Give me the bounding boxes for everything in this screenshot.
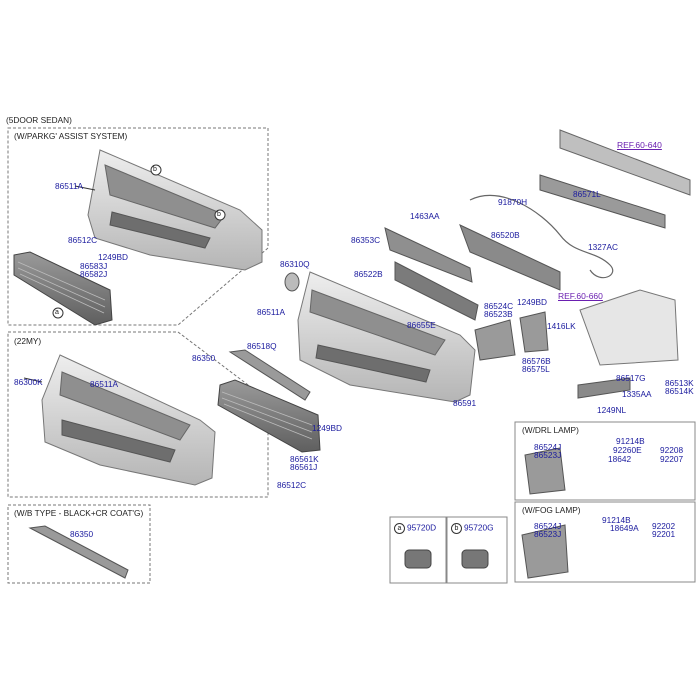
back-beam bbox=[539, 174, 666, 229]
ref-60-660-link[interactable]: REF.60-660 bbox=[558, 291, 603, 301]
part-86518Q[interactable]: 86518Q bbox=[247, 341, 277, 351]
grille-parking-assist bbox=[13, 251, 113, 326]
part-86576B[interactable]: 86576B bbox=[522, 356, 551, 366]
part-86575L[interactable]: 86575L bbox=[522, 364, 550, 374]
part-86523B[interactable]: 86523B bbox=[484, 309, 513, 319]
part-86353C[interactable]: 86353C bbox=[351, 235, 381, 245]
bumper-cover-main bbox=[297, 271, 476, 403]
part-86511A-1[interactable]: 86511A bbox=[55, 181, 83, 191]
section-22my: (22MY) bbox=[14, 336, 42, 346]
drl-part-86524J[interactable]: 86524J bbox=[534, 442, 562, 452]
callout-b-letter-1: b bbox=[153, 166, 157, 173]
my22-region bbox=[7, 331, 269, 498]
fog-part-86523J[interactable]: 86523J bbox=[534, 529, 562, 539]
section-fog-lamp: (W/FOG LAMP) bbox=[522, 505, 581, 515]
part-86511A-3[interactable]: 86511A bbox=[257, 307, 285, 317]
sensor-b-shape bbox=[461, 549, 489, 569]
part-86591[interactable]: 86591 bbox=[453, 398, 477, 408]
section-b-type: (W/B TYPE - BLACK+CR COAT'G) bbox=[14, 508, 144, 518]
garnish-main bbox=[228, 349, 311, 401]
part-86522B[interactable]: 86522B bbox=[354, 269, 383, 279]
sensor-a-part[interactable]: 95720D bbox=[407, 522, 437, 533]
emblem bbox=[284, 272, 300, 292]
part-1249NL[interactable]: 1249NL bbox=[597, 405, 627, 415]
part-1249BD-2[interactable]: 1249BD bbox=[312, 423, 342, 433]
bumper-cover-22my bbox=[23, 354, 216, 486]
callout-a-letter-1: a bbox=[55, 309, 59, 316]
parking-assist-region bbox=[7, 127, 269, 326]
part-91870H[interactable]: 91870H bbox=[498, 197, 528, 207]
sensor-a-circle: a bbox=[394, 523, 405, 534]
bumper-cover-parking-assist bbox=[74, 149, 263, 271]
fog-lamp-box bbox=[514, 501, 696, 583]
drl-part-92260E[interactable]: 92260E bbox=[613, 445, 642, 455]
fog-part-92202[interactable]: 92202 bbox=[652, 521, 676, 531]
callout-b-circle-2 bbox=[214, 209, 226, 221]
drl-lamp-housing bbox=[524, 447, 566, 495]
part-86571L[interactable]: 86571L bbox=[573, 189, 601, 199]
fog-lamp-housing bbox=[521, 524, 569, 579]
sensor-box-a bbox=[389, 516, 447, 584]
part-86300K[interactable]: 86300K bbox=[14, 377, 43, 387]
section-drl-lamp: (W/DRL LAMP) bbox=[522, 425, 579, 435]
part-1249BD-1[interactable]: 1249BD bbox=[98, 252, 128, 262]
part-86512C-2[interactable]: 86512C bbox=[277, 480, 307, 490]
grille-main bbox=[217, 379, 321, 453]
part-86582J[interactable]: 86582J bbox=[80, 269, 108, 279]
garnish-b-type bbox=[28, 525, 129, 579]
reinforcement-beam bbox=[559, 129, 691, 196]
b-type-region bbox=[7, 504, 151, 584]
part-86517G[interactable]: 86517G bbox=[616, 373, 646, 383]
part-1416LK[interactable]: 1416LK bbox=[547, 321, 576, 331]
part-86520B[interactable]: 86520B bbox=[491, 230, 520, 240]
sensor-b-part[interactable]: 95720G bbox=[464, 522, 494, 533]
part-1335AA[interactable]: 1335AA bbox=[622, 389, 652, 399]
part-86561J[interactable]: 86561J bbox=[290, 462, 318, 472]
section-parking-assist: (W/PARKG' ASSIST SYSTEM) bbox=[14, 131, 128, 141]
part-1327AC[interactable]: 1327AC bbox=[588, 242, 618, 252]
part-86655E[interactable]: 86655E bbox=[407, 320, 436, 330]
absorber bbox=[459, 224, 561, 291]
side-bracket-right bbox=[519, 311, 549, 353]
drl-part-86523J[interactable]: 86523J bbox=[534, 450, 562, 460]
side-bracket-left bbox=[474, 319, 516, 361]
part-86561K[interactable]: 86561K bbox=[290, 454, 319, 464]
part-86513K[interactable]: 86513K bbox=[665, 378, 694, 388]
fog-part-86524J[interactable]: 86524J bbox=[534, 521, 562, 531]
part-86512C-1[interactable]: 86512C bbox=[68, 235, 98, 245]
drl-part-91214B[interactable]: 91214B bbox=[616, 436, 645, 446]
part-86524C[interactable]: 86524C bbox=[484, 301, 514, 311]
sensor-box-b bbox=[446, 516, 508, 584]
fog-part-18649A[interactable]: 18649A bbox=[610, 523, 639, 533]
callout-a-circle-1 bbox=[52, 307, 64, 319]
fender-bracket bbox=[577, 377, 631, 399]
part-86350-1[interactable]: 86350 bbox=[70, 529, 94, 539]
sensor-b-circle: b bbox=[451, 523, 462, 534]
fog-part-92201[interactable]: 92201 bbox=[652, 529, 676, 539]
drl-part-92207[interactable]: 92207 bbox=[660, 454, 684, 464]
part-86310Q[interactable]: 86310Q bbox=[280, 259, 310, 269]
wiring-harness bbox=[469, 194, 614, 279]
part-1249BD-3[interactable]: 1249BD bbox=[517, 297, 547, 307]
part-86583J[interactable]: 86583J bbox=[80, 261, 108, 271]
callout-b-circle-1 bbox=[150, 164, 162, 176]
upper-grille-frame bbox=[384, 227, 479, 321]
fender bbox=[579, 289, 679, 366]
part-86514K[interactable]: 86514K bbox=[665, 386, 694, 396]
fog-part-91214B[interactable]: 91214B bbox=[602, 515, 631, 525]
callout-b-letter-2: b bbox=[217, 211, 221, 218]
section-title: (5DOOR SEDAN) bbox=[6, 115, 72, 125]
part-1463AA[interactable]: 1463AA bbox=[410, 211, 440, 221]
sensor-a-shape bbox=[404, 549, 432, 569]
drl-part-92208[interactable]: 92208 bbox=[660, 445, 684, 455]
ref-60-640-link[interactable]: REF.60-640 bbox=[617, 140, 662, 150]
part-86511A-2[interactable]: 86511A bbox=[90, 379, 118, 389]
drl-part-18642[interactable]: 18642 bbox=[608, 454, 632, 464]
drl-lamp-box bbox=[514, 421, 696, 501]
part-86350-2[interactable]: 86350 bbox=[192, 353, 216, 363]
